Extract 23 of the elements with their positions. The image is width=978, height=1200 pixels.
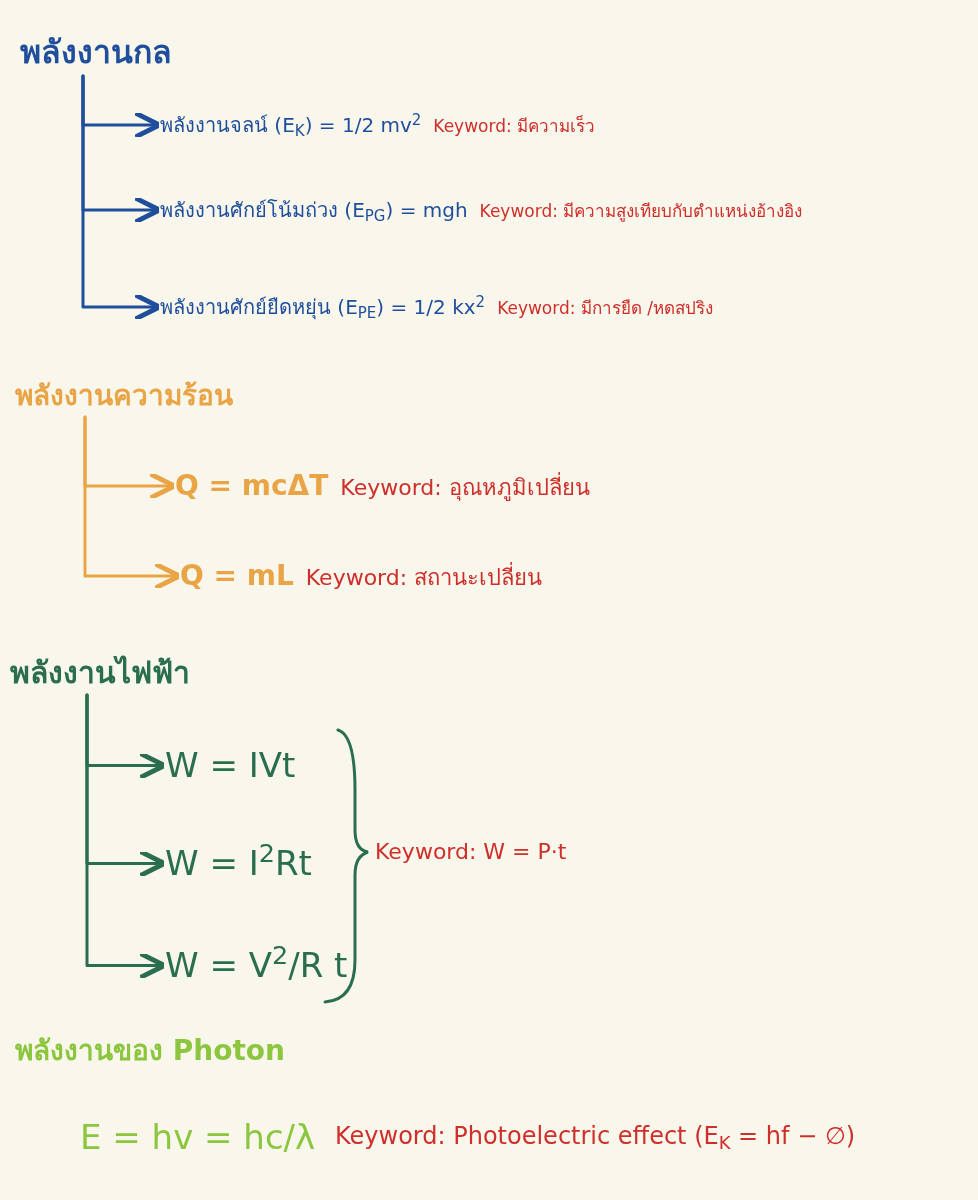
formula-text: W = V$^{2}$/R t [165,940,348,991]
arrow [85,693,167,980]
formula-text: E = hv = hc/λ [80,1116,316,1159]
keyword-text: Keyword: มีการยืด /หดสปริง [497,297,713,320]
section-heading: พลังงานกล [20,28,172,76]
formula-text: W = I$^{2}$Rt [165,838,312,889]
formula-text: Q = mcΔT [175,465,329,507]
keyword-text: Keyword: W = P·t [375,838,567,866]
formula-text: พลังงานศักย์ยืดหยุ่น (E$_{PE}$) = 1/2 kx$^{2}$ [160,292,486,322]
keyword-text: Keyword: Photoelectric effect (E$_{K}$ = hf − ∅) [335,1121,856,1154]
keyword-text: Keyword: มีความเร็ว [433,114,596,138]
section-heading: พลังงานของ Photon [15,1033,285,1069]
section-heading: พลังงานไฟฟ้า [10,650,190,695]
section-heading: พลังงานความร้อน [15,375,233,417]
formula-text: พลังงานจลน์ (E$_{K}$) = 1/2 mv$^{2}$ [160,110,422,140]
formula-text: W = IVt [165,740,296,791]
keyword-text: Keyword: สถานะเปลี่ยน [305,561,543,594]
arrow [81,74,162,322]
arrow [83,415,182,591]
keyword-text: Keyword: มีความสูงเทียบกับตำแหน่งอ้างอิง [479,200,803,224]
keyword-text: Keyword: อุณหภูมิเปลี่ยน [340,471,590,504]
formula-text: Q = mL [180,555,294,597]
formula-text: พลังงานศักย์โน้มถ่วง (E$_{PG}$) = mgh [160,195,468,225]
